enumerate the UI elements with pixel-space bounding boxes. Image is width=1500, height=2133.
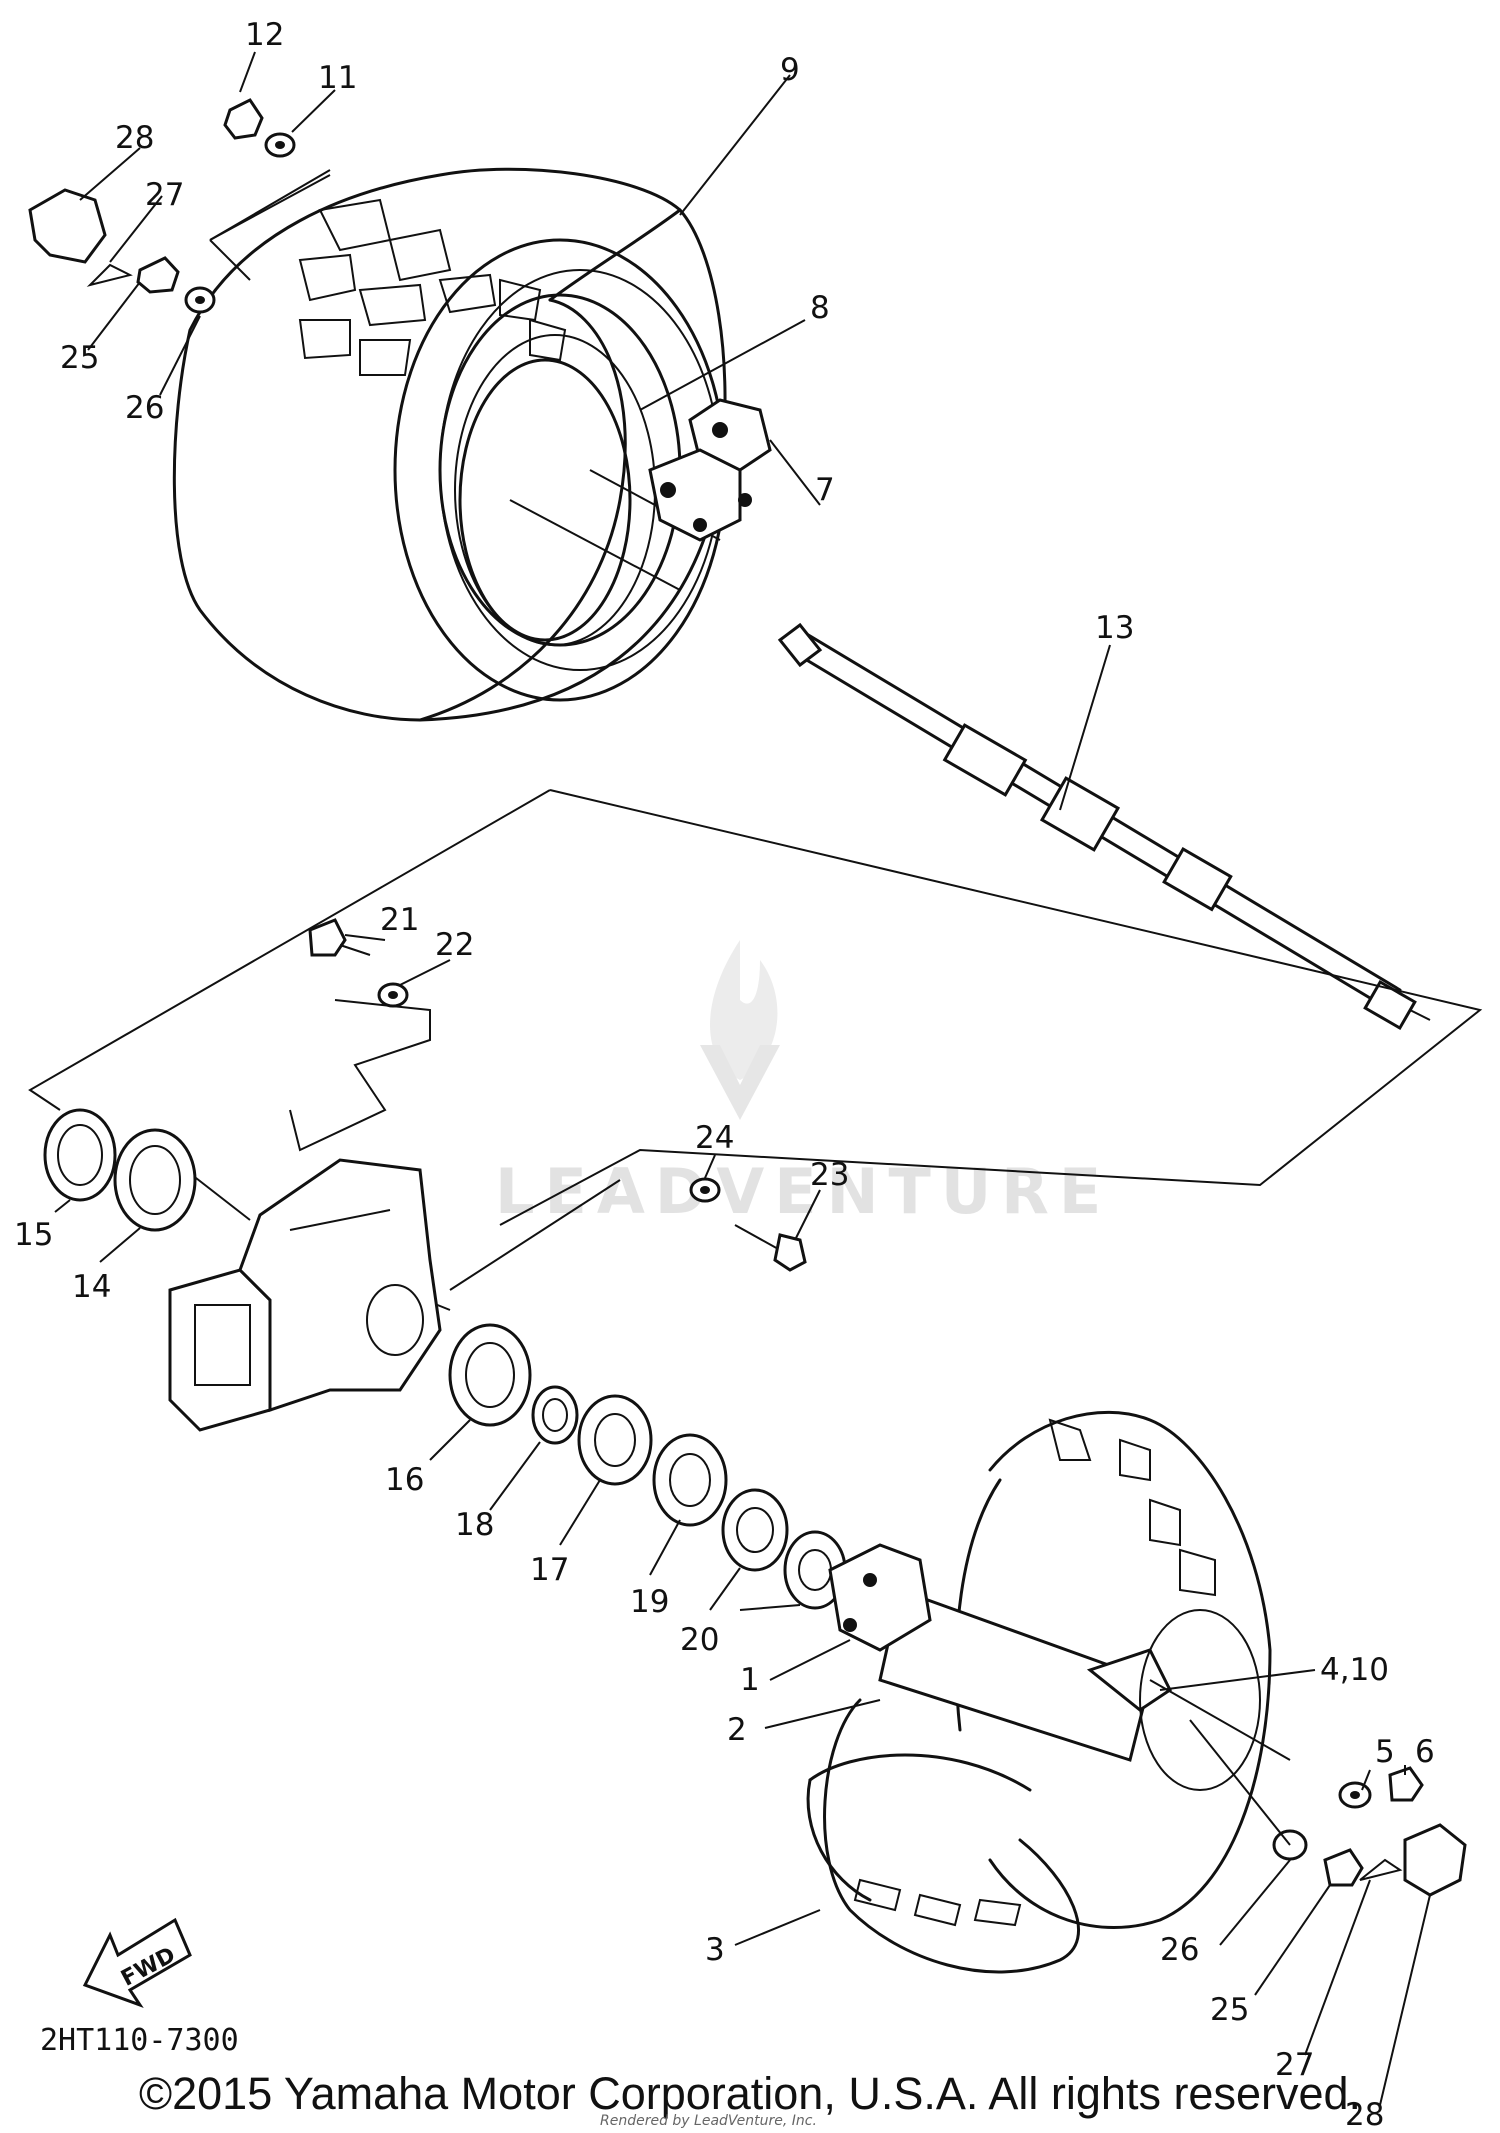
label-27-bottom: 27 — [1275, 2047, 1314, 2083]
cap-28 — [28, 188, 107, 264]
assembly-leaders — [28, 169, 1483, 1311]
bearings-left — [43, 1108, 197, 1232]
wheel-hub-top — [648, 398, 772, 542]
label-2: 2 — [727, 1712, 747, 1748]
axle-housing — [168, 1158, 442, 1432]
rear-axle — [777, 622, 1431, 1031]
label-21: 21 — [380, 902, 419, 938]
label-17: 17 — [530, 1552, 569, 1588]
watermark: LEADVENTURE — [495, 940, 1111, 1228]
label-7: 7 — [815, 472, 835, 508]
label-25-top: 25 — [60, 340, 99, 376]
label-23: 23 — [810, 1157, 849, 1193]
label-28-top: 28 — [115, 120, 154, 156]
label-3: 3 — [705, 1932, 725, 1968]
seals-bearings — [448, 1323, 847, 1610]
label-12: 12 — [245, 17, 284, 53]
small-parts-bottom — [1149, 1679, 1467, 1897]
label-leaders — [54, 51, 1431, 2106]
cap-28-bottom — [1403, 1823, 1467, 1897]
copyright-notice: ©2015 Yamaha Motor Corporation, U.S.A. A… — [138, 2068, 1362, 2119]
label-20: 20 — [680, 1622, 719, 1658]
cotter-pin-27 — [86, 263, 133, 287]
part-labels: 12 11 28 27 25 26 9 8 7 13 21 22 24 23 1… — [14, 17, 1435, 2133]
label-26-bottom: 26 — [1160, 1932, 1199, 1968]
diagram-code: 2HT110-7300 — [40, 2023, 239, 2058]
label-22: 22 — [435, 927, 474, 963]
label-4-10: 4,10 — [1320, 1652, 1389, 1688]
label-13: 13 — [1095, 610, 1134, 646]
forward-arrow: FWD — [82, 1917, 192, 2008]
watermark-text: LEADVENTURE — [495, 1155, 1111, 1228]
nut-25-bottom — [1323, 1848, 1364, 1887]
rear-tire-left — [172, 167, 727, 722]
label-14: 14 — [72, 1269, 111, 1305]
rendered-by-note: Rendered by LeadVenture, Inc. — [600, 2113, 817, 2129]
label-24: 24 — [695, 1120, 734, 1156]
cotter-pin-27-bottom — [1359, 1858, 1403, 1881]
label-9: 9 — [780, 52, 800, 88]
label-25-bottom: 25 — [1210, 1992, 1249, 2028]
rear-tire-right — [806, 1410, 1272, 1974]
label-8: 8 — [810, 290, 830, 326]
label-19: 19 — [630, 1584, 669, 1620]
bolt-washer-center-right — [689, 1177, 807, 1272]
nut-12 — [223, 98, 264, 140]
label-5: 5 — [1375, 1734, 1395, 1770]
label-6: 6 — [1415, 1734, 1435, 1770]
label-15: 15 — [14, 1217, 53, 1253]
nut-25 — [136, 256, 180, 294]
small-parts-top — [28, 98, 296, 314]
nut-6 — [1388, 1766, 1424, 1802]
bolt-washer-center-left — [308, 918, 409, 1008]
label-18: 18 — [455, 1507, 494, 1543]
label-26-top: 26 — [125, 390, 164, 426]
label-27-top: 27 — [145, 177, 184, 213]
label-1: 1 — [740, 1662, 760, 1698]
label-16: 16 — [385, 1462, 424, 1498]
label-28-bottom: 28 — [1345, 2097, 1384, 2133]
label-11: 11 — [318, 60, 357, 96]
